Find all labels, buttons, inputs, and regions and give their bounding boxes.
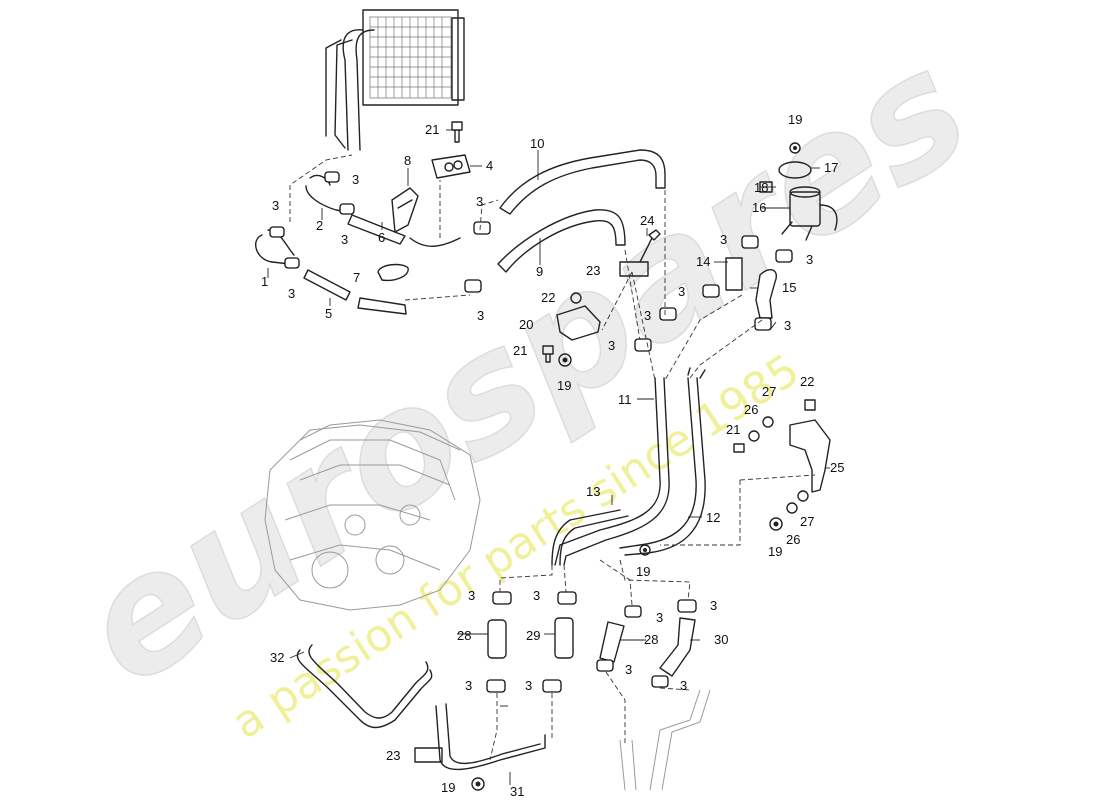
callout-15: 15 [782,280,796,295]
callout-19: 19 [557,378,571,393]
callout-21: 21 [425,122,439,137]
callout-3: 3 [533,588,540,603]
callout-3: 3 [784,318,791,333]
hose-assemblies [254,149,838,791]
callout-9: 9 [536,264,543,279]
callout-6: 6 [378,230,385,245]
callout-31: 31 [510,784,524,799]
callout-3: 3 [656,610,663,625]
callout-22: 22 [800,374,814,389]
callout-3: 3 [608,338,615,353]
callout-7: 7 [353,270,360,285]
callout-3: 3 [678,284,685,299]
callout-10: 10 [530,136,544,151]
callout-3: 3 [352,172,359,187]
callout-12: 12 [706,510,720,525]
callout-3: 3 [644,308,651,323]
fasteners [414,121,816,791]
callout-14: 14 [696,254,710,269]
callout-23: 23 [386,748,400,763]
callout-22: 22 [541,290,555,305]
callout-18: 18 [754,180,768,195]
callout-3: 3 [476,194,483,209]
engine-outline [264,419,481,611]
callout-2: 2 [316,218,323,233]
callout-24: 24 [640,213,654,228]
callout-8: 8 [404,153,411,168]
callout-29: 29 [526,628,540,643]
callout-28: 28 [644,632,658,647]
callout-1: 1 [261,274,268,289]
callout-3: 3 [288,286,295,301]
callout-13: 13 [586,484,600,499]
callout-3: 3 [680,678,687,693]
callout-21: 21 [513,343,527,358]
callout-3: 3 [720,232,727,247]
callout-19: 19 [441,780,455,795]
callout-28: 28 [457,628,471,643]
heater-core [325,9,465,151]
callout-4: 4 [486,158,493,173]
callout-3: 3 [625,662,632,677]
callout-3: 3 [341,232,348,247]
callout-25: 25 [830,460,844,475]
callout-11: 11 [618,392,632,407]
callout-26: 26 [744,402,758,417]
callout-30: 30 [714,632,728,647]
callout-labels: 1 2 3 3 3 3 3 3 3 3 3 3 3 3 3 3 3 3 3 3 … [261,112,844,799]
callout-27: 27 [800,514,814,529]
callout-26: 26 [786,532,800,547]
callout-3: 3 [525,678,532,693]
callout-23: 23 [586,263,600,278]
callout-19: 19 [636,564,650,579]
callout-3: 3 [468,588,475,603]
callout-16: 16 [752,200,766,215]
callout-5: 5 [325,306,332,321]
callout-17: 17 [824,160,838,175]
callout-3: 3 [477,308,484,323]
callout-3: 3 [806,252,813,267]
callout-20: 20 [519,317,533,332]
callout-32: 32 [270,650,284,665]
routing-lines [289,154,816,761]
hose-clamps [269,171,793,693]
callout-19: 19 [788,112,802,127]
leader-lines [267,129,830,785]
callout-3: 3 [710,598,717,613]
callout-21: 21 [726,422,740,437]
watermark-brand: eurospares [49,14,999,722]
callout-3: 3 [272,198,279,213]
watermark: eurospares a passion for parts since 198… [48,13,1000,749]
callout-3: 3 [465,678,472,693]
callout-27: 27 [762,384,776,399]
callout-19: 19 [768,544,782,559]
